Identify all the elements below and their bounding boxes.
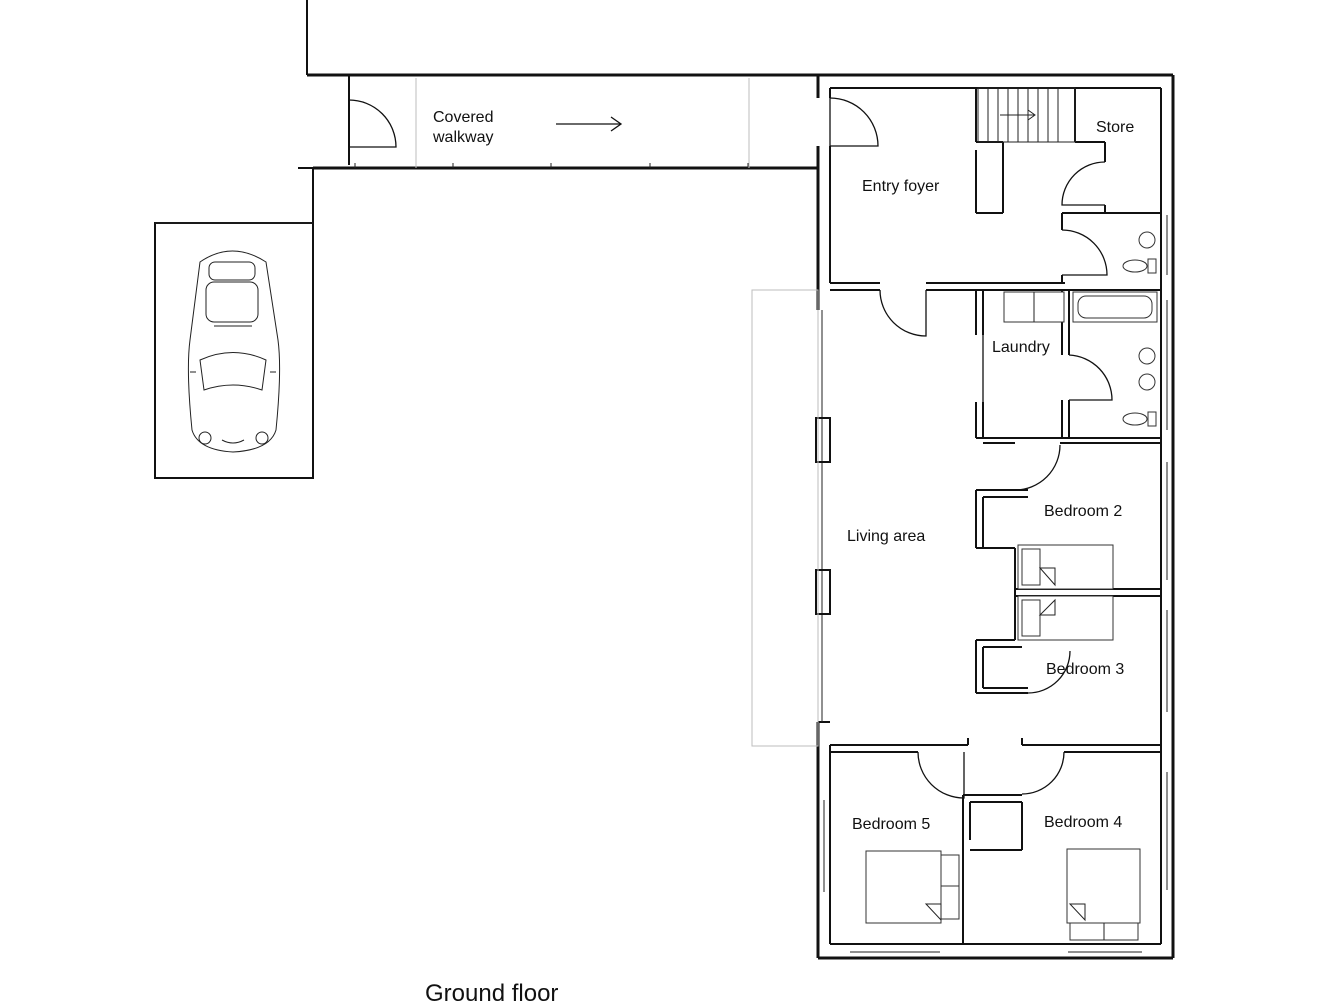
house-walls (751, 73, 1175, 960)
walkway-door (348, 99, 397, 148)
windows (823, 215, 1168, 953)
covered-walkway: Covered walkway (298, 0, 818, 478)
wc-fixtures (1122, 231, 1157, 274)
bedroom-3-label: Bedroom 3 (1046, 661, 1124, 678)
laundry-fixtures (1003, 291, 1065, 323)
living-door (879, 289, 927, 337)
walkway-label: Covered walkway (432, 109, 498, 146)
bedroom5-door (917, 751, 965, 799)
plan-title: Ground floor (425, 980, 558, 1004)
bedroom-4-label: Bedroom 4 (1044, 814, 1122, 831)
entry-foyer-label: Entry foyer (862, 178, 940, 195)
car-icon (187, 250, 281, 453)
living-area-label: Living area (847, 528, 925, 545)
bed-bedroom3 (1017, 595, 1114, 641)
arrow-right-icon (556, 116, 623, 132)
bedroom2-door (1014, 444, 1061, 491)
bed-bedroom5 (865, 850, 960, 924)
entry-door (829, 97, 879, 147)
bath-door (1068, 354, 1113, 401)
stairs-icon (977, 87, 1076, 143)
bedroom-5-label: Bedroom 5 (852, 816, 930, 833)
bedroom4-door (1021, 751, 1065, 795)
wc-door (1061, 229, 1108, 276)
bedroom-2-label: Bedroom 2 (1044, 503, 1122, 520)
bed-bedroom2 (1017, 544, 1114, 590)
laundry-label: Laundry (992, 339, 1050, 356)
bathroom-fixtures (1072, 291, 1158, 427)
store-label: Store (1096, 119, 1134, 136)
carport (154, 222, 314, 479)
store-door (1061, 161, 1106, 206)
bed-bedroom4 (1066, 848, 1141, 941)
bedroom3-door (1027, 650, 1071, 694)
